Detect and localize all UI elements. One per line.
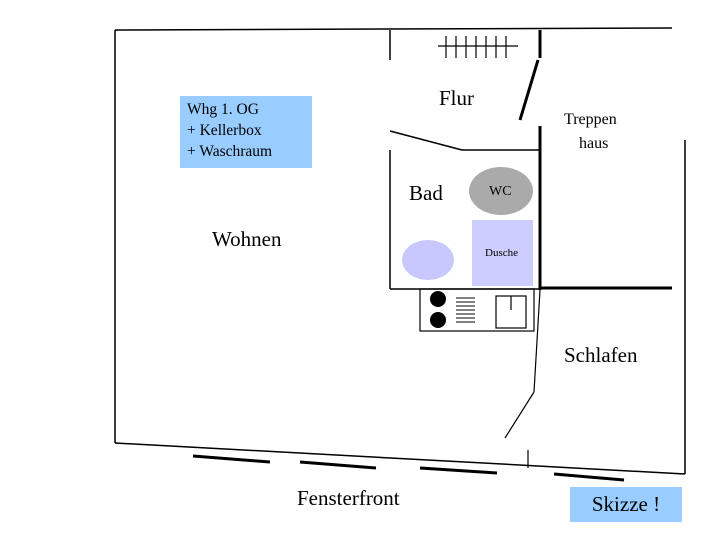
outer-wall-bottom [114, 442, 686, 475]
room-label-wohnen: Wohnen [212, 227, 282, 251]
kitchen-counter [419, 288, 535, 332]
schlafen-door [504, 391, 535, 439]
room-label-bad: Bad [409, 181, 443, 205]
flur-door [518, 59, 540, 121]
stair-treads [445, 36, 507, 58]
info-line-apartment: Whg 1. OG [187, 101, 259, 118]
stove-burner-1 [430, 291, 446, 307]
bad-door [389, 130, 463, 151]
kitchen-vent-lines [456, 297, 475, 323]
stove-burner-2 [430, 312, 446, 328]
fixture-label-wc: WC [489, 184, 512, 199]
wc-bowl [469, 167, 533, 215]
room-label-flur: Flur [439, 86, 475, 110]
schlafen-wall [533, 289, 541, 393]
apartment-info-box: Whg 1. OG + Kellerbox + Waschraum [180, 96, 312, 168]
sink-basin [402, 240, 454, 280]
window-segments [192, 454, 625, 482]
skizze-badge: Skizze ! [570, 487, 682, 522]
room-label-treppenhaus-1: Treppen [564, 111, 617, 128]
room-label-schlafen: Schlafen [564, 343, 638, 367]
dusche-tray [472, 220, 533, 286]
info-line-waschraum: + Waschraum [187, 143, 273, 160]
label-fensterfront: Fensterfront [297, 486, 400, 510]
fixture-label-dusche: Dusche [485, 247, 518, 259]
outer-wall-top [114, 27, 673, 31]
room-label-treppenhaus-2: haus [579, 135, 609, 152]
info-line-kellerbox: + Kellerbox [187, 122, 262, 139]
